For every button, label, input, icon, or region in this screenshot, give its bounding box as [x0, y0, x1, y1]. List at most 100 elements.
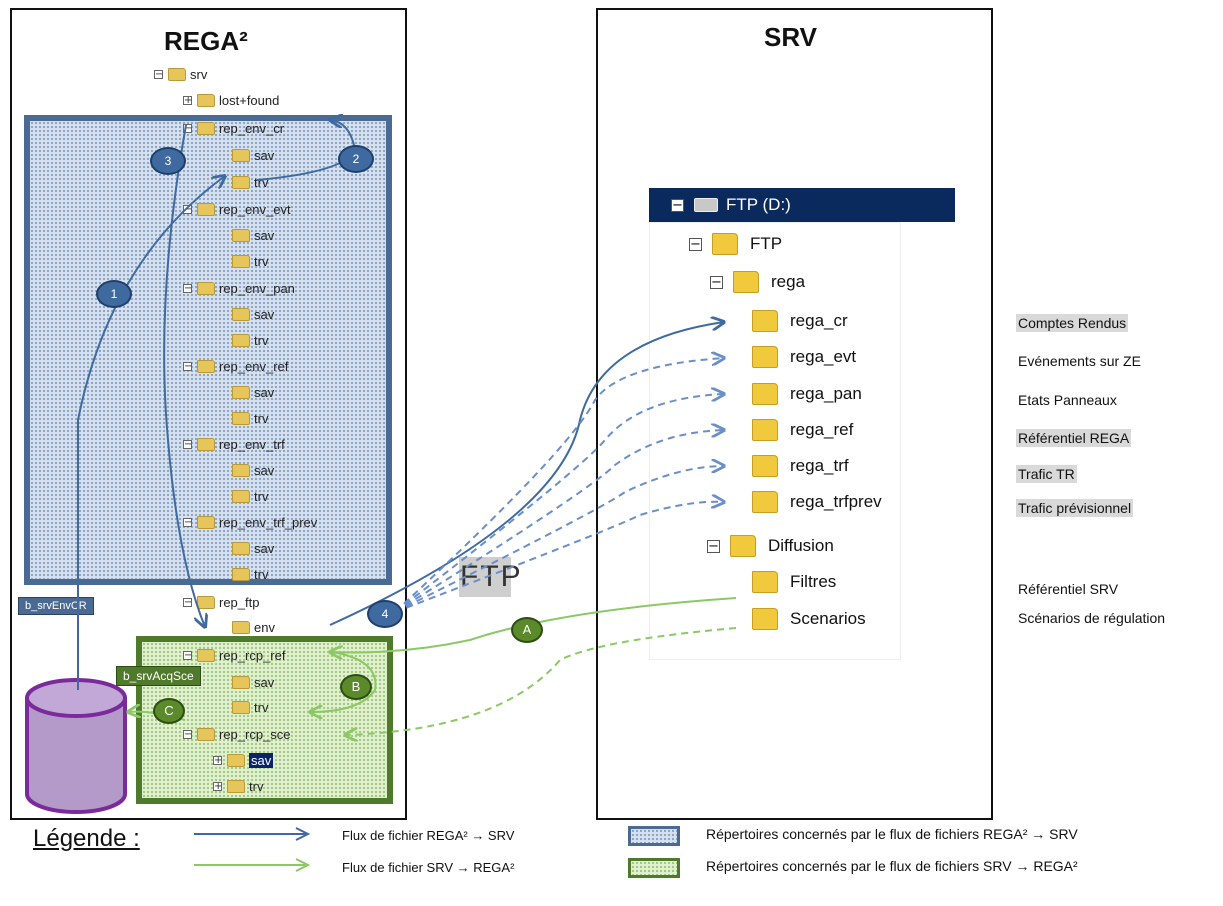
legend-title: Légende :: [33, 825, 140, 852]
tree-label: trv: [254, 566, 269, 582]
collapse-toggle[interactable]: −: [183, 516, 193, 528]
srv-item-rega-trf[interactable]: rega_trf: [752, 450, 849, 482]
collapse-toggle[interactable]: −: [183, 438, 193, 450]
tree-item-trv[interactable]: trv: [232, 251, 268, 271]
tree-label: sav: [254, 462, 275, 478]
folder-icon: [168, 67, 186, 81]
srv-item-label: FTP: [750, 234, 783, 253]
tree-item-sav[interactable]: sav: [232, 304, 274, 324]
tree-label: rep_rcp_ref: [219, 647, 286, 663]
tree-label: trv: [254, 332, 269, 348]
tree-item-trv[interactable]: trv: [232, 486, 268, 506]
tree-item-rep-env-ref[interactable]: −rep_env_ref: [183, 356, 288, 376]
legend-blue-swatch: [628, 826, 680, 846]
tree-item-rep-env-pan[interactable]: − rep_env_pan: [183, 278, 295, 298]
folder-icon: [752, 571, 778, 593]
collapse-toggle[interactable]: −: [671, 197, 684, 213]
tree-label: lost+found: [219, 92, 280, 108]
tree-item-srv[interactable]: −srv: [154, 64, 207, 84]
tree-label: rep_env_evt: [219, 201, 291, 217]
expand-toggle[interactable]: +: [213, 754, 223, 766]
srv-item-rega[interactable]: −rega: [710, 266, 805, 298]
folder-icon: [232, 541, 250, 555]
tree-item-sav[interactable]: sav: [232, 538, 274, 558]
folder-icon: [232, 700, 250, 714]
tree-item-trv[interactable]: +trv: [213, 776, 263, 796]
collapse-toggle[interactable]: −: [154, 68, 164, 80]
tree-item-rep-rcp-ref[interactable]: − rep_rcp_ref: [183, 645, 285, 665]
flow-4-evt: [394, 358, 724, 613]
folder-icon: [752, 419, 778, 441]
legend-green-zone-text: Répertoires concernés par le flux de fic…: [706, 858, 1078, 874]
tree-item-sav-selected[interactable]: +sav: [213, 750, 274, 770]
collapse-toggle[interactable]: −: [183, 282, 193, 294]
badge-4: 4: [367, 600, 403, 628]
folder-icon: [197, 595, 215, 609]
tree-item-sav[interactable]: sav: [232, 460, 274, 480]
expand-toggle[interactable]: +: [183, 94, 193, 106]
tree-item-rep-ftp[interactable]: −rep_ftp: [183, 592, 259, 612]
folder-icon: [197, 281, 215, 295]
collapse-toggle[interactable]: −: [183, 122, 193, 134]
folder-icon: [232, 567, 250, 581]
tree-item-trv[interactable]: trv: [232, 408, 268, 428]
srv-item-label: rega_trfprev: [790, 492, 882, 511]
collapse-toggle[interactable]: −: [710, 274, 723, 290]
folder-icon: [752, 608, 778, 630]
collapse-toggle[interactable]: −: [183, 360, 193, 372]
tree-item-lost-found[interactable]: + lost+found: [183, 90, 279, 110]
srv-item-rega-evt[interactable]: rega_evt: [752, 341, 856, 373]
srv-item-filtres[interactable]: Filtres: [752, 566, 836, 598]
flow-sce: [345, 627, 737, 735]
tree-item-env[interactable]: env: [232, 617, 275, 637]
srv-item-ftp[interactable]: − FTP: [689, 228, 782, 260]
folder-icon: [227, 753, 245, 767]
collapse-toggle[interactable]: −: [689, 236, 702, 252]
collapse-toggle[interactable]: −: [183, 728, 193, 740]
tree-label: trv: [254, 410, 269, 426]
collapse-toggle[interactable]: −: [707, 538, 720, 554]
tree-label: rep_env_pan: [219, 280, 295, 296]
srv-item-label: Scenarios: [790, 609, 866, 628]
folder-icon: [733, 271, 759, 293]
srv-item-rega-pan[interactable]: rega_pan: [752, 378, 862, 410]
collapse-toggle[interactable]: −: [183, 649, 193, 661]
srv-item-rega-ref[interactable]: rega_ref: [752, 414, 853, 446]
folder-icon: [730, 535, 756, 557]
collapse-toggle[interactable]: −: [183, 203, 193, 215]
srv-item-rega-trfprev[interactable]: rega_trfprev: [752, 486, 882, 518]
tree-item-trv[interactable]: trv: [232, 330, 268, 350]
srv-item-diffusion[interactable]: −Diffusion: [707, 530, 834, 562]
legend-green-arrow-icon: [194, 858, 311, 872]
tree-item-trv[interactable]: trv: [232, 564, 268, 584]
folder-icon: [197, 121, 215, 135]
folder-icon: [752, 383, 778, 405]
flow-3: [163, 124, 205, 627]
tree-item-rep-env-trf-prev[interactable]: −rep_env_trf_prev: [183, 512, 317, 532]
tree-item-sav[interactable]: sav: [232, 382, 274, 402]
tree-item-sav[interactable]: sav: [232, 145, 274, 165]
rega-panel-title: REGA²: [164, 26, 248, 56]
collapse-toggle[interactable]: −: [183, 596, 193, 608]
srv-item-label: rega_cr: [790, 311, 848, 330]
tree-label: rep_rcp_sce: [219, 726, 291, 742]
tree-item-sav[interactable]: sav: [232, 225, 274, 245]
srv-item-label: rega_evt: [790, 347, 857, 366]
tree-item-rep-env-evt[interactable]: − rep_env_evt: [183, 199, 291, 219]
tree-item-trv[interactable]: trv: [232, 697, 268, 717]
srv-item-scenarios[interactable]: Scenarios: [752, 603, 866, 635]
srv-item-rega-cr[interactable]: rega_cr: [752, 305, 848, 337]
tree-label: sav: [254, 540, 275, 556]
srv-item-label: rega_ref: [790, 420, 854, 439]
tree-item-rep-env-trf[interactable]: −rep_env_trf: [183, 434, 285, 454]
flow-b: [310, 651, 377, 712]
folder-icon: [197, 648, 215, 662]
tree-item-sav[interactable]: sav: [232, 672, 274, 692]
folder-icon: [197, 515, 215, 529]
expand-toggle[interactable]: +: [213, 780, 223, 792]
tree-item-rep-env-cr[interactable]: −rep_env_cr: [183, 118, 284, 138]
tree-item-rep-rcp-sce[interactable]: − rep_rcp_sce: [183, 724, 291, 744]
ftp-drive-row[interactable]: − FTP (D:): [649, 188, 955, 222]
database-icon: [25, 678, 127, 814]
folder-icon: [232, 411, 250, 425]
